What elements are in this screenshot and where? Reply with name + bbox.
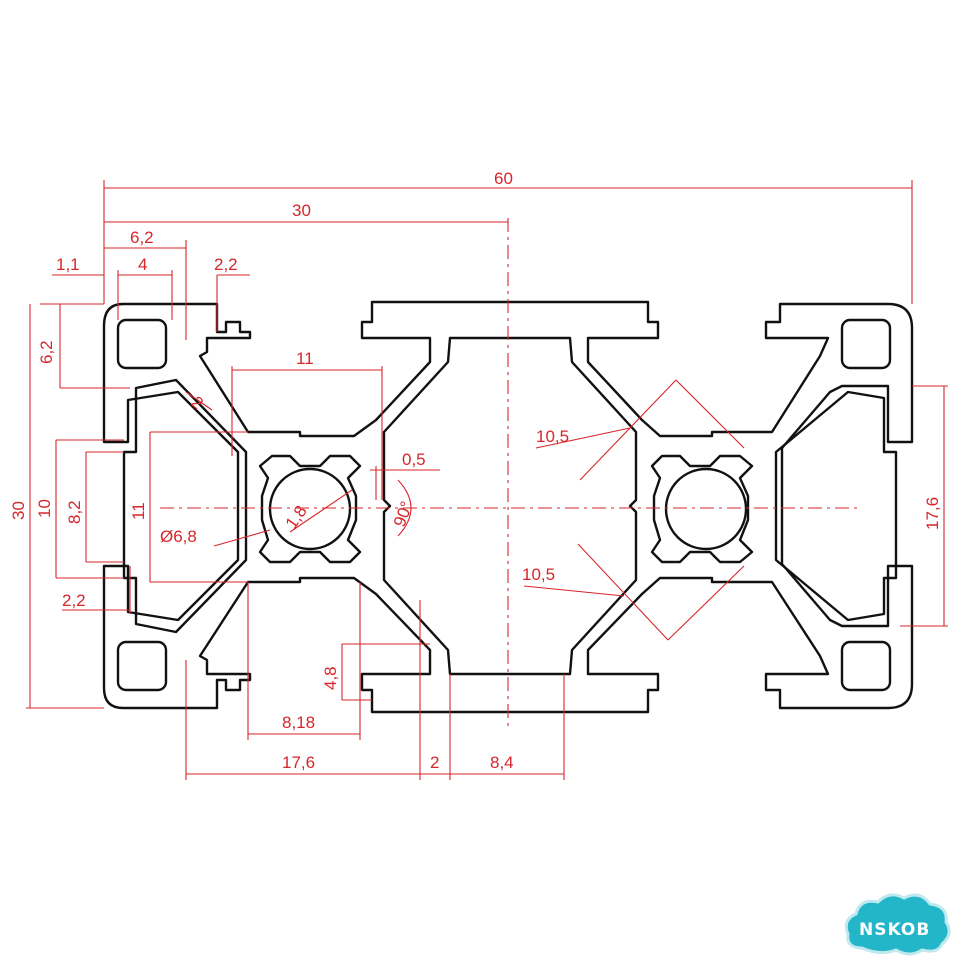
cloud-shape bbox=[844, 893, 951, 956]
dim-6-2-top: 6,2 bbox=[130, 228, 154, 247]
dim-17-6-right: 17,6 bbox=[923, 497, 942, 530]
inner-cavity-left bbox=[122, 378, 248, 634]
dim-30-height: 30 bbox=[9, 501, 28, 520]
dimension-labels: 60 30 6,2 1,1 4 2,2 6,2 30 10 8,2 11 11 … bbox=[9, 169, 942, 772]
dim-4-8: 4,8 bbox=[321, 666, 340, 690]
dim-10-5-upper: 10,5 bbox=[536, 427, 569, 446]
dim-6-8-diameter: Ø6,8 bbox=[160, 527, 197, 546]
corner-pocket-bl bbox=[116, 640, 168, 692]
brand-logo: NSKOB bbox=[844, 893, 951, 956]
dim-8-2: 8,2 bbox=[65, 500, 84, 524]
dim-1-1: 1,1 bbox=[56, 255, 80, 274]
dim-60: 60 bbox=[494, 169, 513, 188]
dim-0-5: 0,5 bbox=[402, 450, 426, 469]
dim-1-8: 1,8 bbox=[282, 502, 311, 532]
core-left-bore bbox=[268, 467, 352, 551]
dim-10-5-lower: 10,5 bbox=[522, 565, 555, 584]
dim-4: 4 bbox=[138, 255, 147, 274]
dim-2-2-left: 2,2 bbox=[62, 591, 86, 610]
core-right bbox=[650, 454, 754, 564]
center-lines bbox=[160, 218, 860, 730]
dim-11-vertical: 11 bbox=[129, 502, 148, 520]
dim-8-4: 8,4 bbox=[490, 753, 514, 772]
core-left bbox=[258, 454, 362, 564]
inner-cavity-right bbox=[774, 390, 898, 622]
dim-30-width: 30 bbox=[292, 201, 311, 220]
dimension-lines bbox=[26, 180, 948, 780]
dim-2-2-top: 2,2 bbox=[214, 255, 238, 274]
dim-10: 10 bbox=[35, 499, 54, 518]
dim-6-2-left: 6,2 bbox=[37, 340, 56, 364]
dim-90-deg: 90° bbox=[390, 499, 417, 530]
dim-8-18: 8,18 bbox=[282, 713, 315, 732]
dim-2-bottom: 2 bbox=[430, 753, 439, 772]
corner-pocket-tr bbox=[840, 318, 892, 370]
corner-pocket-br bbox=[840, 640, 892, 692]
dim-17-6-bottom: 17,6 bbox=[282, 753, 315, 772]
corner-pocket-tl bbox=[116, 318, 168, 370]
logo-text: NSKOB bbox=[859, 920, 930, 940]
core-right-bore bbox=[664, 467, 748, 551]
dim-11-horizontal: 11 bbox=[296, 349, 314, 368]
central-cavity bbox=[382, 336, 638, 676]
outer-contour bbox=[102, 300, 914, 714]
profile-outline bbox=[102, 300, 914, 714]
